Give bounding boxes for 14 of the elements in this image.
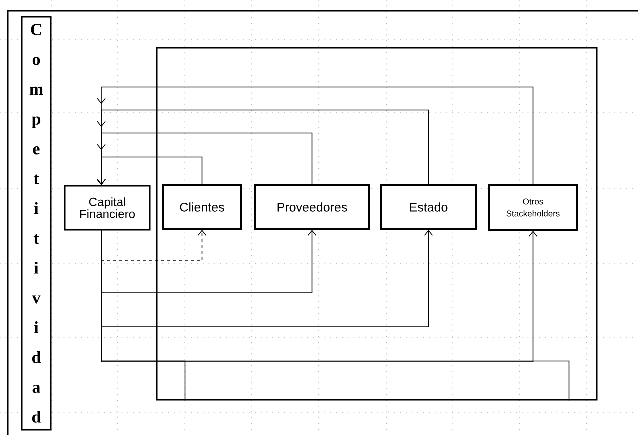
vertical-title-box: Competitividad: [21, 16, 52, 431]
process-box: Clientes: [162, 184, 242, 230]
frame-box: [156, 47, 598, 401]
arrow: [101, 230, 538, 362]
process-box: Estado: [380, 184, 477, 230]
process-box: Capital Financiero: [64, 185, 151, 231]
arrow: [101, 230, 434, 328]
arrow: [97, 110, 430, 186]
process-box: Proveedores: [254, 184, 370, 230]
process-box: Otros Stackeholders: [488, 184, 578, 231]
arrow: [97, 86, 534, 186]
arrow: [97, 132, 313, 186]
arrow: [101, 230, 317, 294]
arrow: [101, 230, 207, 262]
